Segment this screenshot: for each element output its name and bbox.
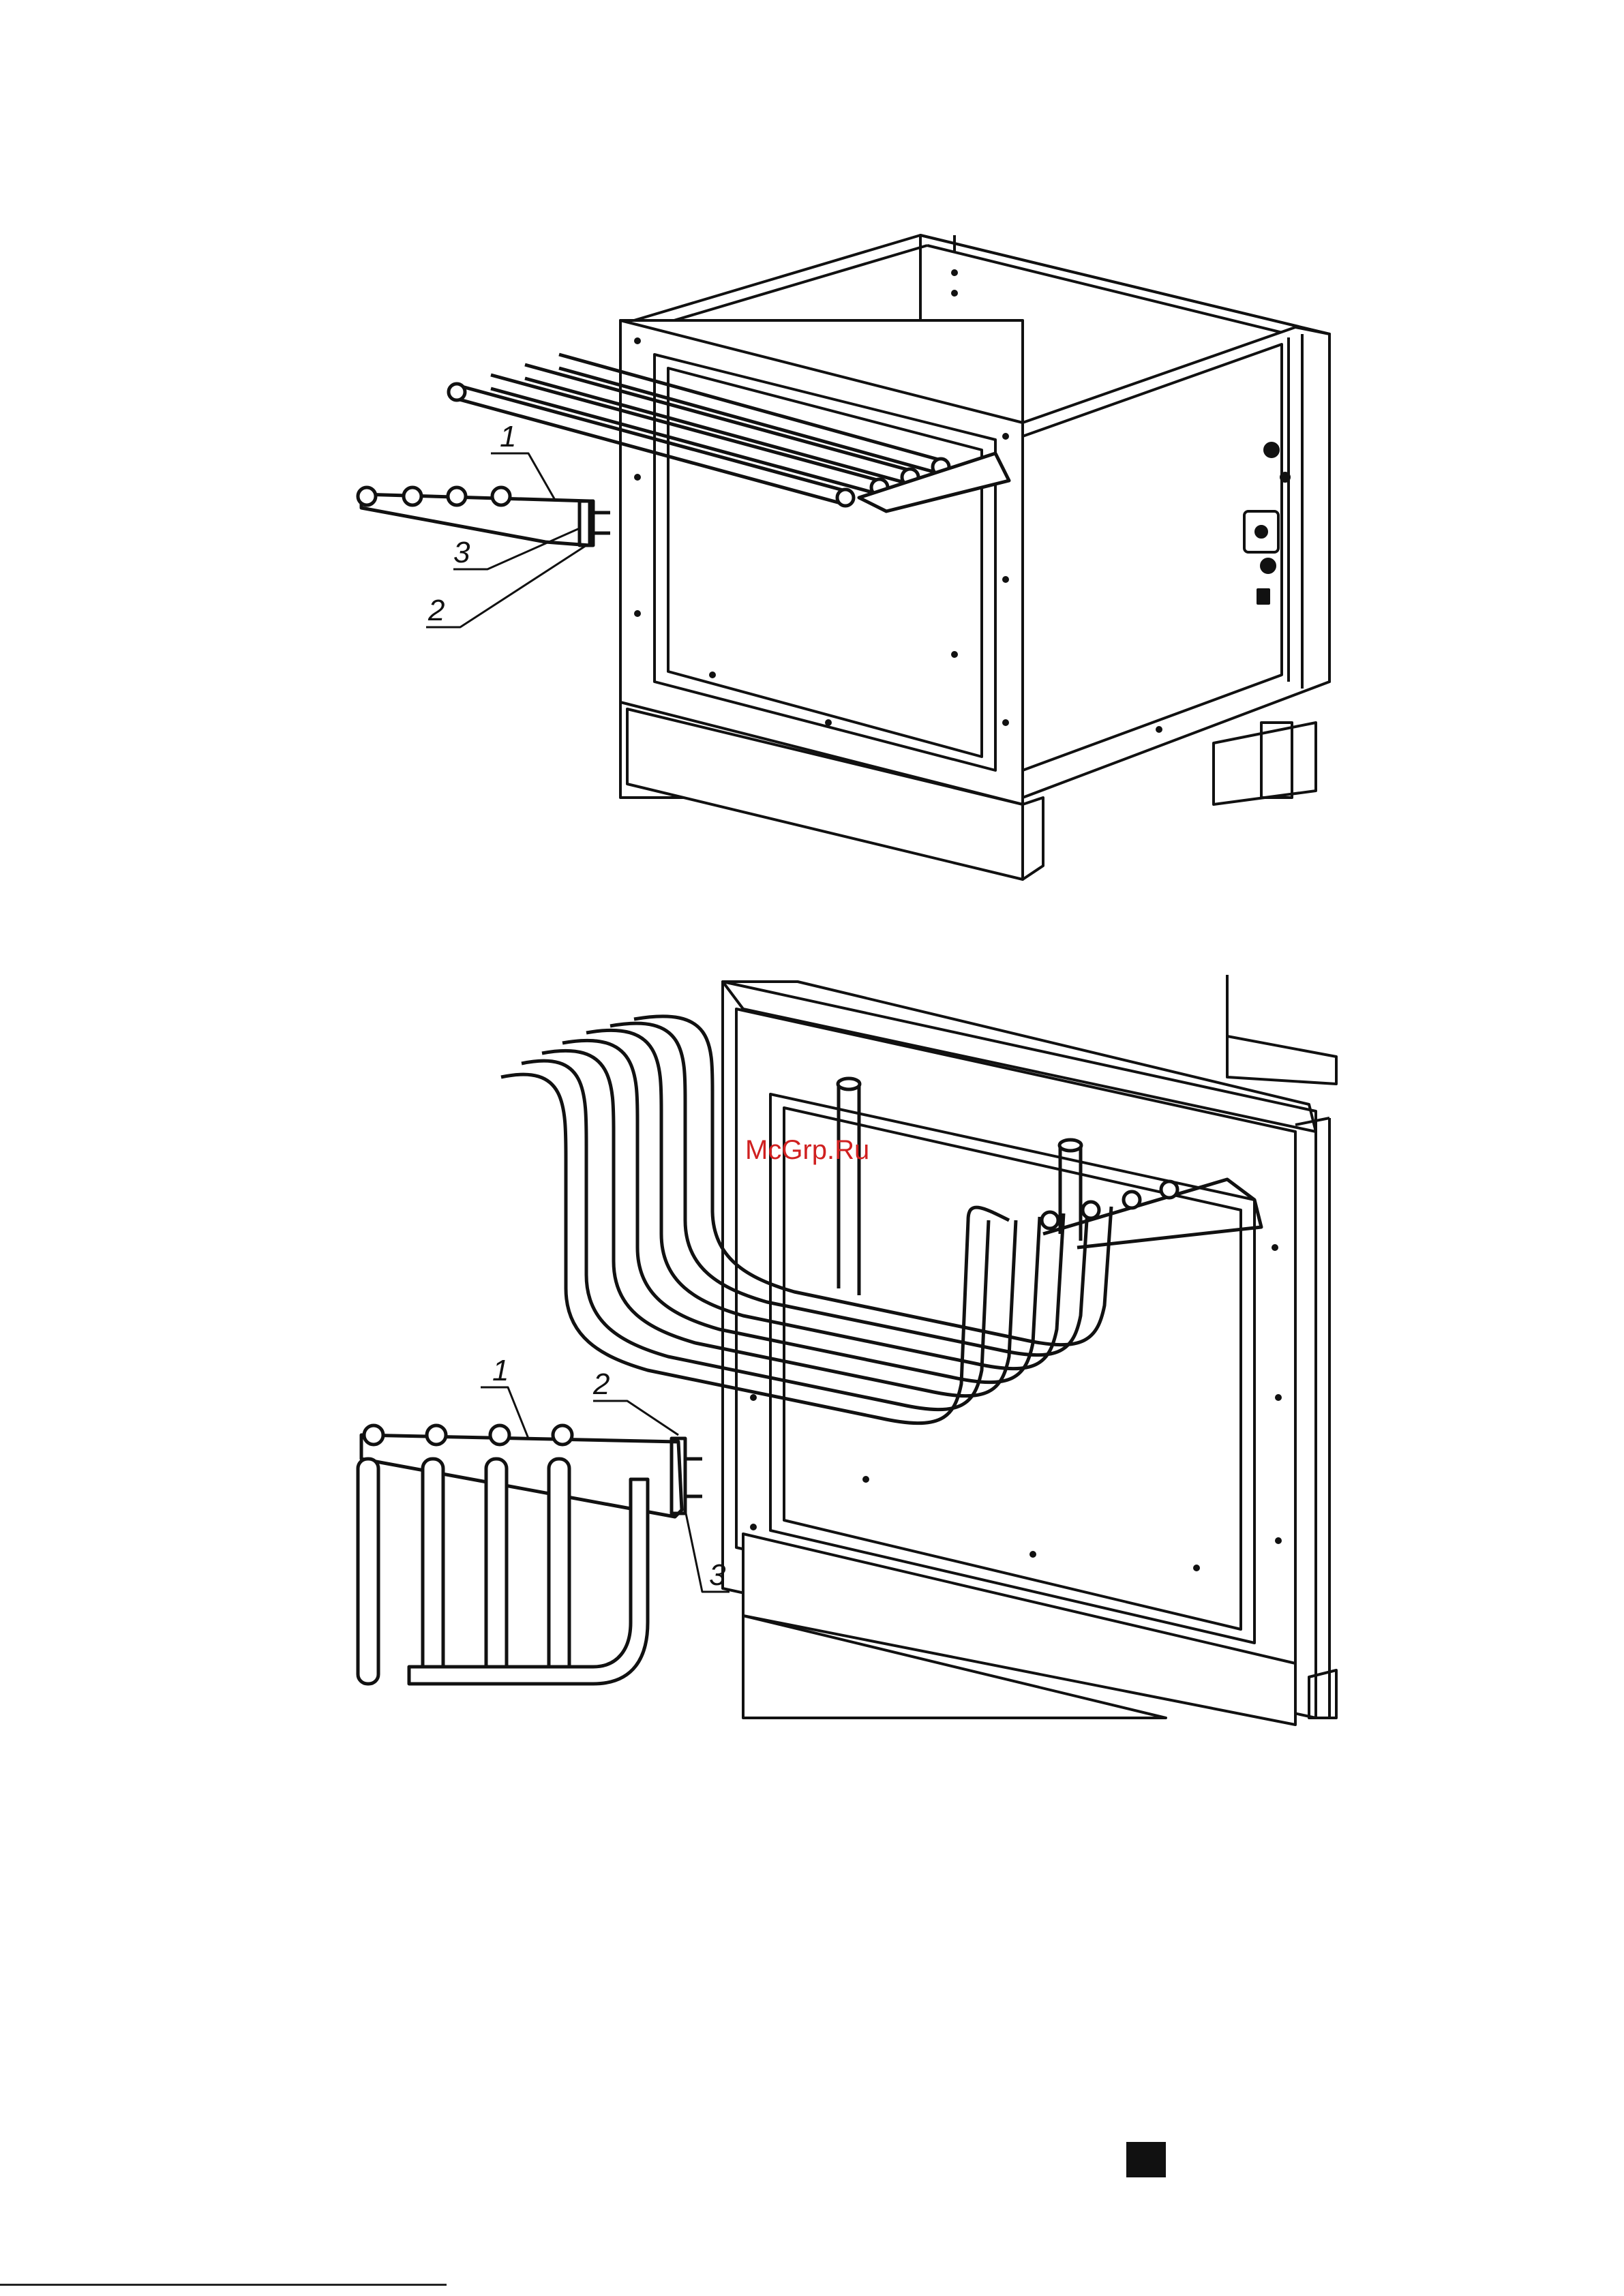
bottom-callout-2: 2 (592, 1368, 610, 1401)
figure-top-assembly (358, 235, 1329, 879)
bottom-callout-3: 3 (709, 1558, 726, 1592)
bottom-callout-1: 1 (492, 1354, 509, 1387)
top-callout-2: 2 (427, 594, 445, 627)
page-marker-square (1126, 2142, 1166, 2177)
figure-bottom-assembly (358, 975, 1336, 1725)
top-callout-1: 1 (500, 420, 516, 453)
bottom-detail-coil (358, 1425, 702, 1684)
footer-rule (0, 2284, 447, 2286)
top-detail-coil (358, 487, 610, 545)
watermark-text: McGrp.Ru (745, 1135, 869, 1165)
top-callout-3: 3 (453, 536, 470, 569)
side-panel (1023, 327, 1329, 798)
side-hole-a (1265, 443, 1278, 457)
